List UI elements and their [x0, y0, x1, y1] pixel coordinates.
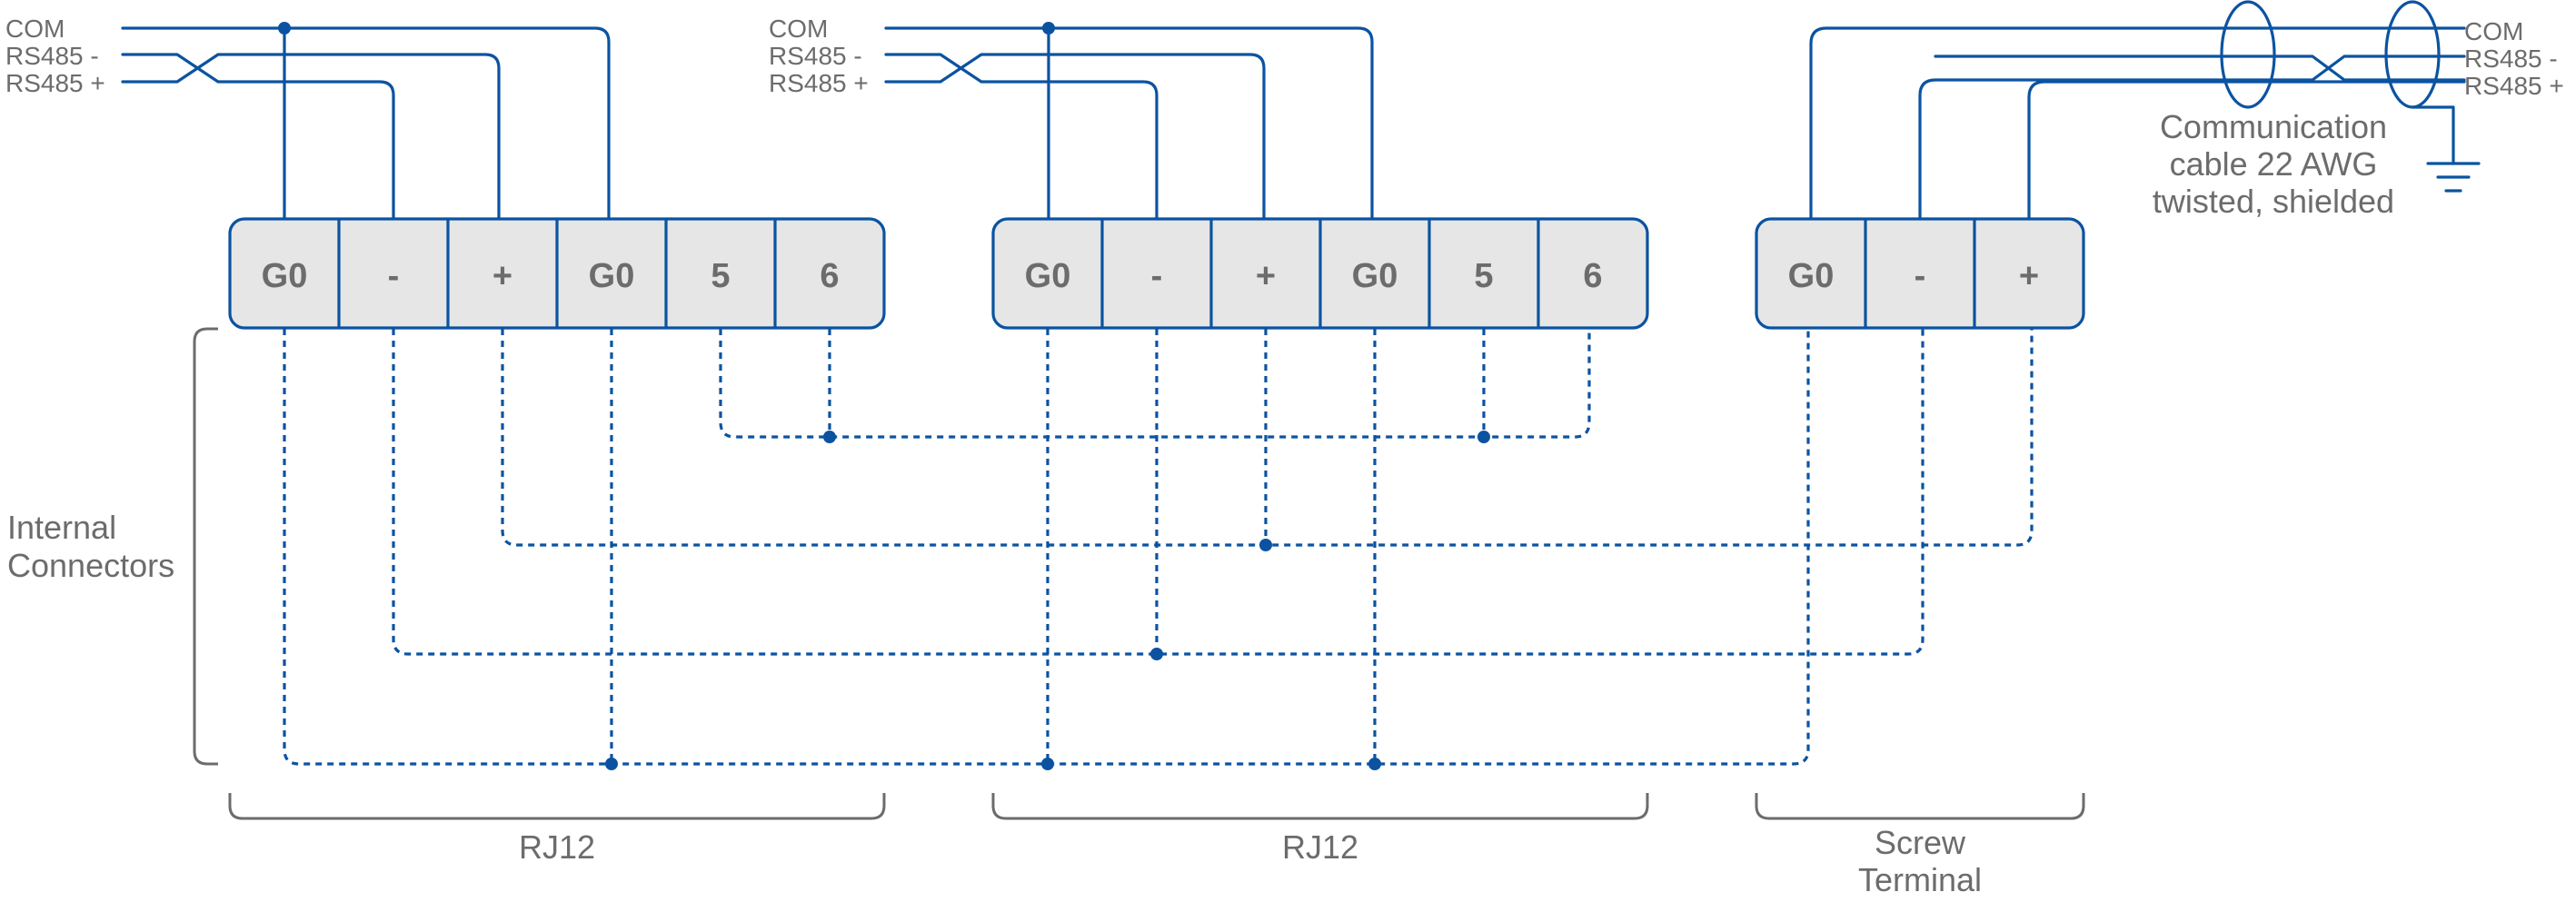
pin-plus: + [492, 257, 512, 295]
internal-label-line: Connectors [7, 547, 174, 584]
shield-ellipse-right [2384, 0, 2441, 109]
cable-note-line: Communication [2160, 108, 2387, 145]
pin-minus: - [1151, 257, 1163, 295]
signal-rs485-plus: RS485 + [2464, 72, 2564, 100]
cable-note-line: twisted, shielded [2153, 183, 2394, 220]
connector-label: Terminal [1858, 861, 1982, 898]
pin-minus: - [1915, 257, 1926, 295]
pin-minus: - [388, 257, 400, 295]
connector-screw-terminal: G0 - + [1755, 217, 2085, 330]
signal-com: COM [5, 15, 65, 43]
bottom-bracket-rj12-middle: RJ12 [991, 793, 1649, 866]
middle-signal-labels: COM RS485 - RS485 + [769, 15, 869, 97]
cable-note: Communication cable 22 AWG twisted, shie… [2153, 108, 2394, 220]
internal-connectors-brace: Internal Connectors [7, 327, 218, 766]
connector-label: Screw [1875, 824, 1966, 861]
pin-g0: G0 [589, 257, 635, 295]
internal-label-line: Internal [7, 509, 116, 546]
left-input-wires [121, 22, 611, 220]
shield-ellipse-left [2220, 0, 2276, 109]
signal-rs485-minus: RS485 - [5, 42, 99, 70]
signal-rs485-plus: RS485 + [5, 69, 105, 97]
pin-g0: G0 [1025, 257, 1071, 295]
pin-g0: G0 [262, 257, 308, 295]
bottom-bracket-rj12-left: RJ12 [228, 793, 886, 866]
pin-g0: G0 [1788, 257, 1835, 295]
signal-rs485-minus: RS485 - [2464, 45, 2558, 73]
pin-g0: G0 [1352, 257, 1398, 295]
connector-rj12-middle: G0 - + G0 5 6 [991, 217, 1649, 330]
pin-5: 5 [1474, 257, 1493, 295]
cable-note-line: cable 22 AWG [2170, 145, 2378, 183]
pin-6: 6 [1583, 257, 1602, 295]
connector-rj12-left: G0 - + G0 5 6 [228, 217, 886, 330]
signal-com: COM [2464, 17, 2523, 45]
signal-com: COM [769, 15, 828, 43]
connector-label: RJ12 [1282, 828, 1358, 866]
connector-label: RJ12 [519, 828, 595, 866]
pin-plus: + [1256, 257, 1276, 295]
right-signal-labels: COM RS485 - RS485 + [2464, 17, 2564, 100]
signal-rs485-plus: RS485 + [769, 69, 869, 97]
pin-6: 6 [820, 257, 839, 295]
internal-buses [283, 329, 2034, 770]
pin-5: 5 [711, 257, 730, 295]
signal-rs485-minus: RS485 - [769, 42, 862, 70]
bottom-bracket-screw-terminal: Screw Terminal [1755, 793, 2085, 898]
pin-plus: + [2019, 257, 2039, 295]
right-input-wires [1809, 0, 2481, 220]
middle-input-wires [884, 22, 1374, 220]
left-signal-labels: COM RS485 - RS485 + [5, 15, 105, 97]
ground-icon [2426, 162, 2481, 193]
